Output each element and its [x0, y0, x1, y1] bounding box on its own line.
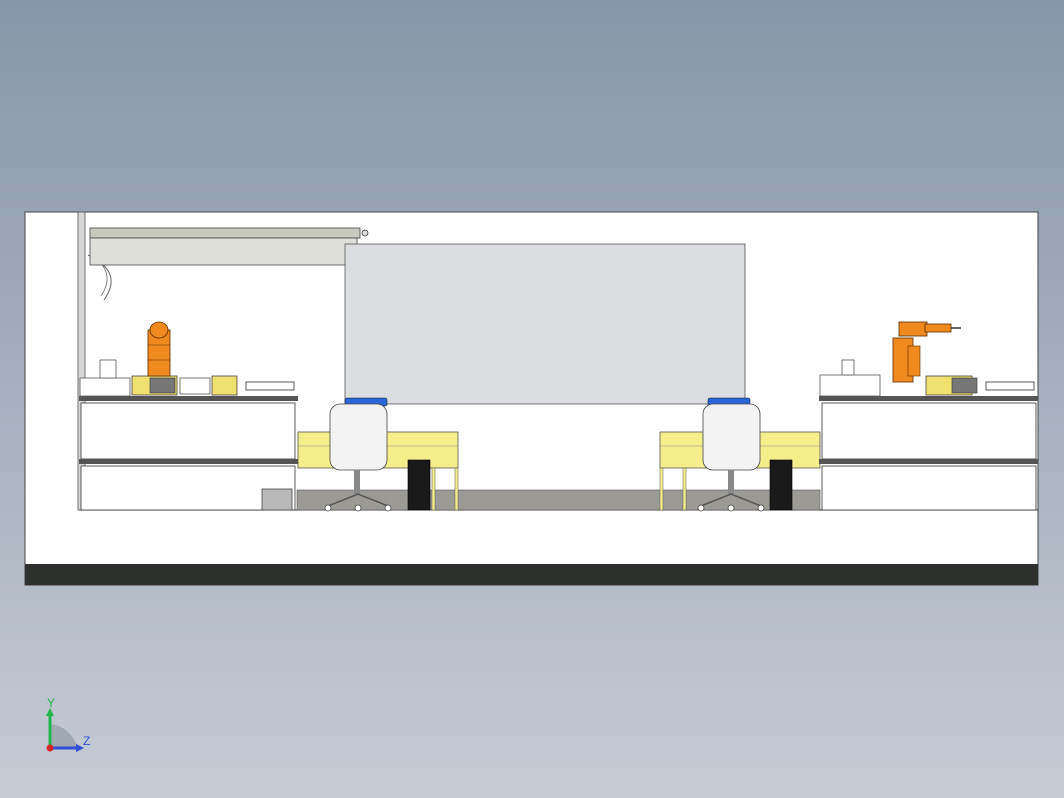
left-robot-arm	[147, 321, 171, 377]
left-chair	[324, 397, 392, 512]
right-robot-arm	[892, 321, 961, 383]
y-axis-label: Y	[47, 696, 56, 710]
z-axis-label: Z	[83, 734, 91, 748]
triad-graphic	[46, 708, 84, 752]
coordinate-triad: Y Z	[38, 696, 108, 760]
projector-screen-roll	[89, 227, 369, 266]
whiteboard	[344, 243, 746, 405]
left-workbench	[79, 359, 298, 511]
right-workbench	[819, 359, 1038, 511]
right-chair	[697, 397, 765, 512]
